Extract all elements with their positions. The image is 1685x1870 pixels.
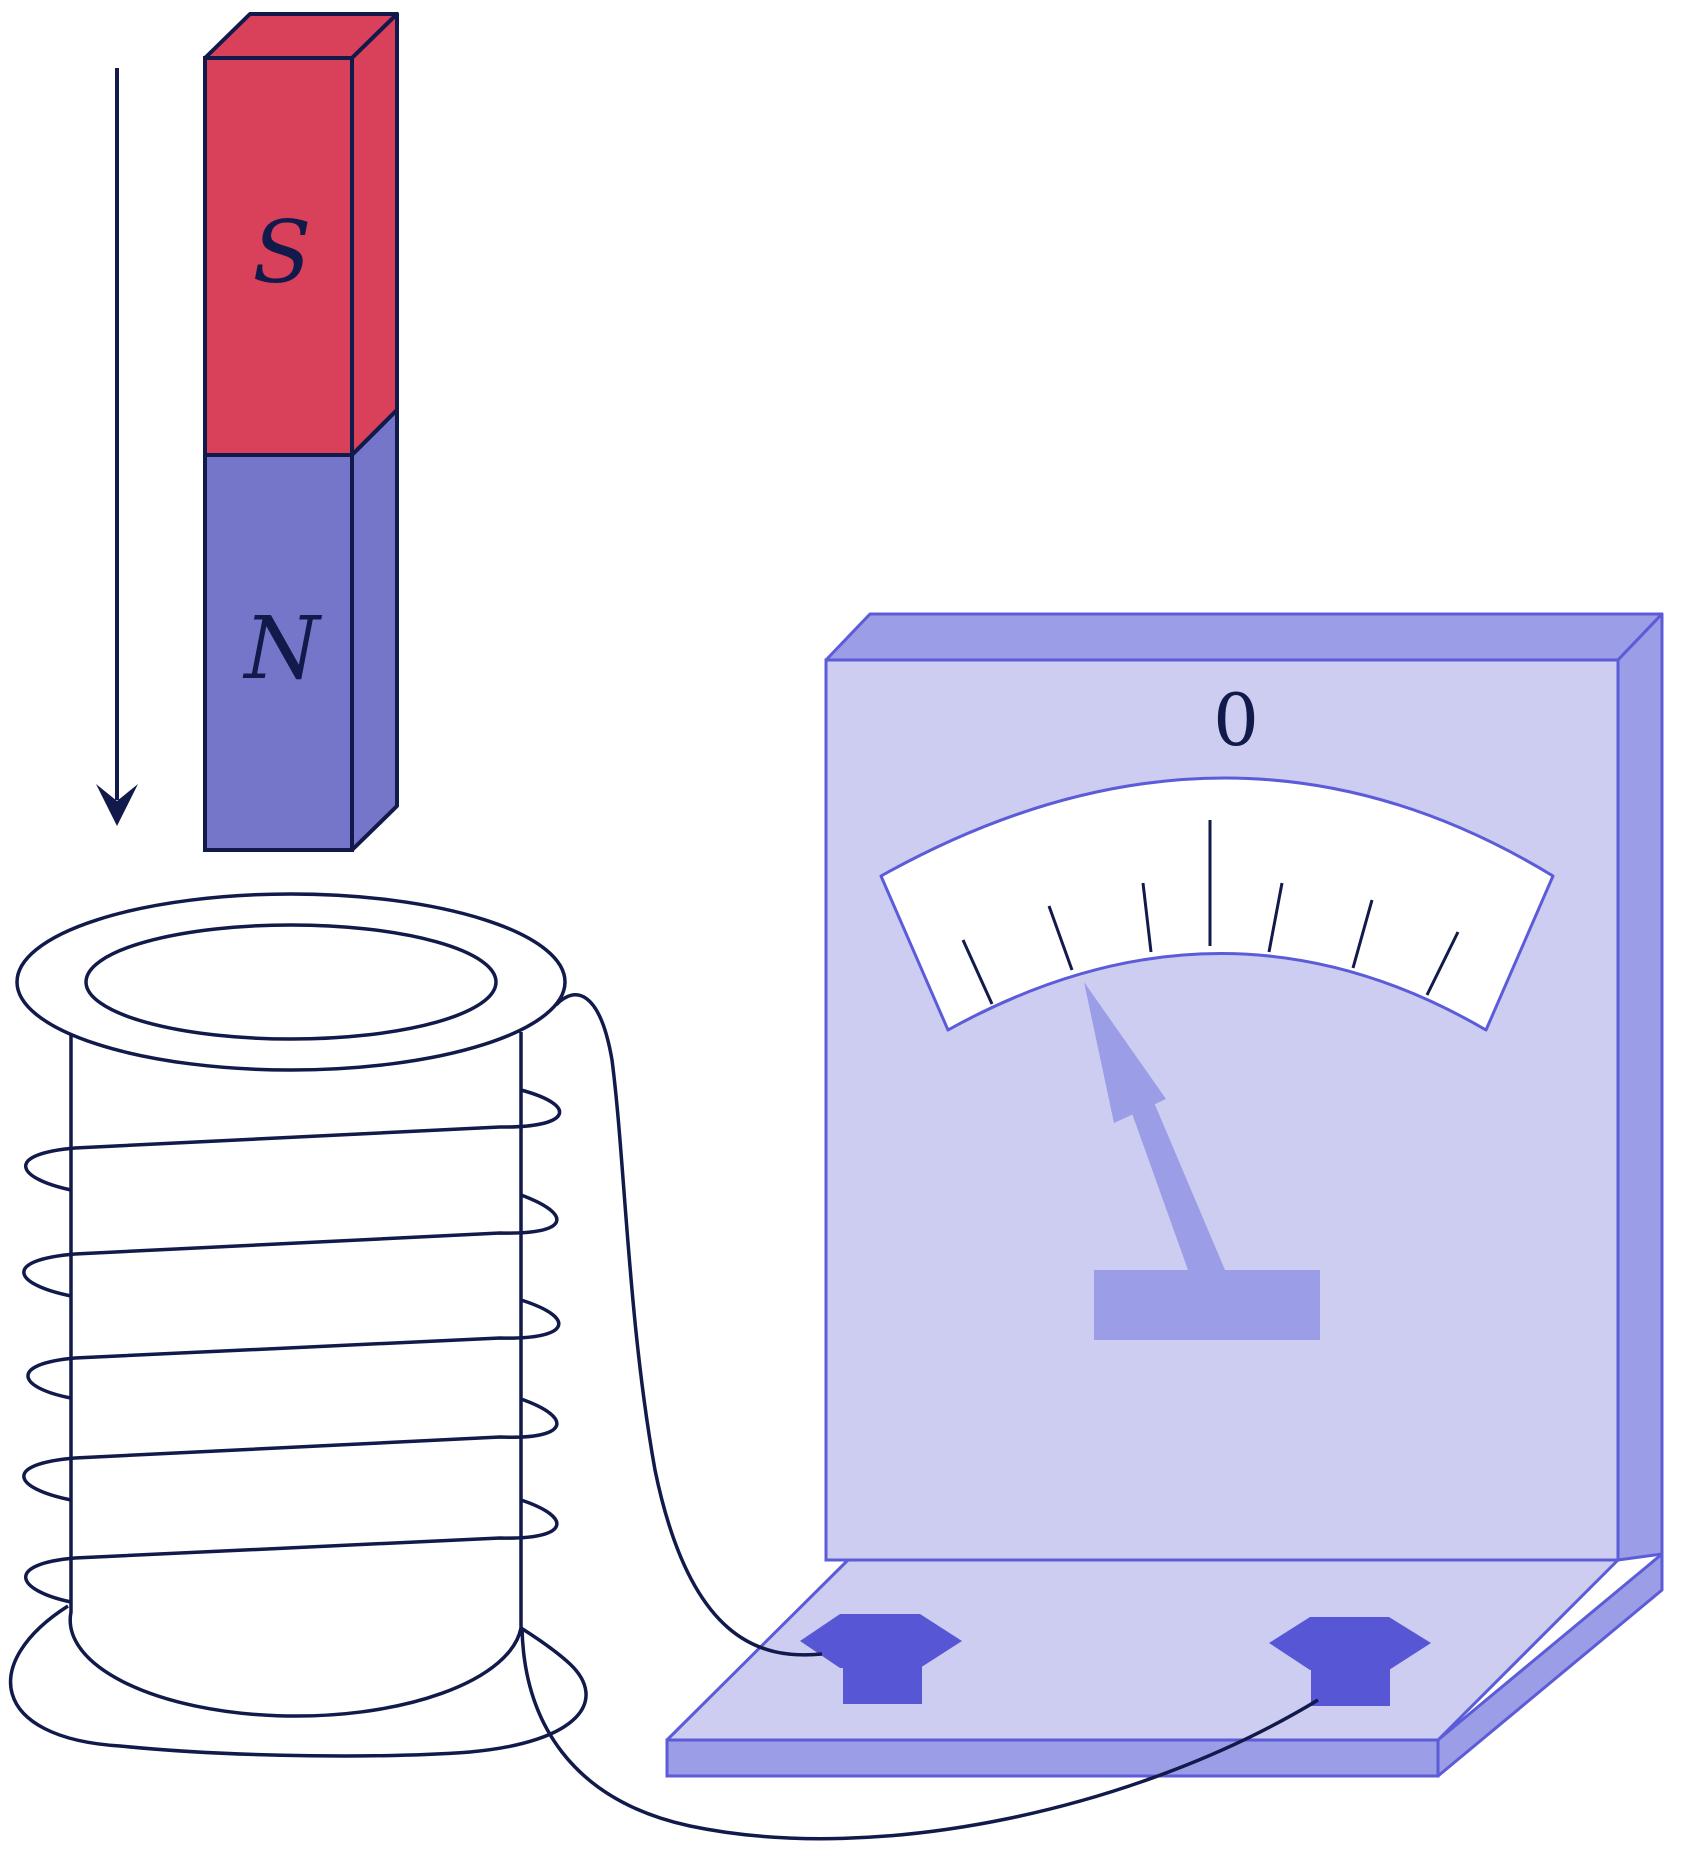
coil-cylinder (68, 1032, 523, 1718)
coil-top-inner-rim (84, 923, 498, 1041)
galvanometer: 0 (665, 612, 1664, 1778)
tick-right-1 (1267, 882, 1284, 953)
magnet-north-pole (203, 453, 354, 852)
wire-to-left-terminal (554, 993, 823, 1657)
meter-base-front (665, 1738, 1440, 1778)
wire-to-right-terminal (520, 1627, 1319, 1841)
meter-base-side (1436, 1552, 1664, 1778)
meter-top-edge (824, 612, 1664, 662)
coil-winding-5 (24, 1498, 559, 1604)
needle-shaft (1129, 1093, 1225, 1270)
bar-magnet: S N (203, 12, 399, 852)
coil (8, 892, 588, 1758)
meter-side-edge (1616, 612, 1664, 1562)
needle-head (1084, 982, 1166, 1123)
magnet-side-north (350, 408, 399, 852)
left-terminal (800, 1614, 962, 1704)
north-pole-label: N (242, 599, 322, 699)
scale-zero-label: 0 (1213, 678, 1259, 762)
coil-winding-2 (22, 1193, 559, 1298)
coil-winding-1 (24, 1088, 562, 1192)
meter-scale (879, 776, 1555, 1032)
tick-left-3 (961, 939, 994, 1005)
meter-needle (1084, 982, 1320, 1340)
needle-pivot-base (1094, 1270, 1320, 1340)
south-pole-label: S (253, 203, 312, 303)
tick-right-3 (1425, 931, 1460, 996)
coil-top-outer-rim (15, 892, 567, 1072)
coil-winding-4 (22, 1397, 559, 1502)
tick-left-2 (1047, 905, 1074, 971)
coil-winding-3 (26, 1298, 561, 1400)
motion-arrow (96, 68, 138, 826)
magnet-side-south (350, 12, 399, 457)
connecting-wires (520, 993, 1319, 1841)
scale-ticks (961, 820, 1460, 1005)
coil-bottom-rim (8, 1604, 588, 1758)
tick-left-1 (1141, 882, 1153, 953)
right-terminal (1269, 1617, 1431, 1706)
tick-right-2 (1351, 899, 1374, 969)
magnet-south-pole (203, 56, 354, 457)
